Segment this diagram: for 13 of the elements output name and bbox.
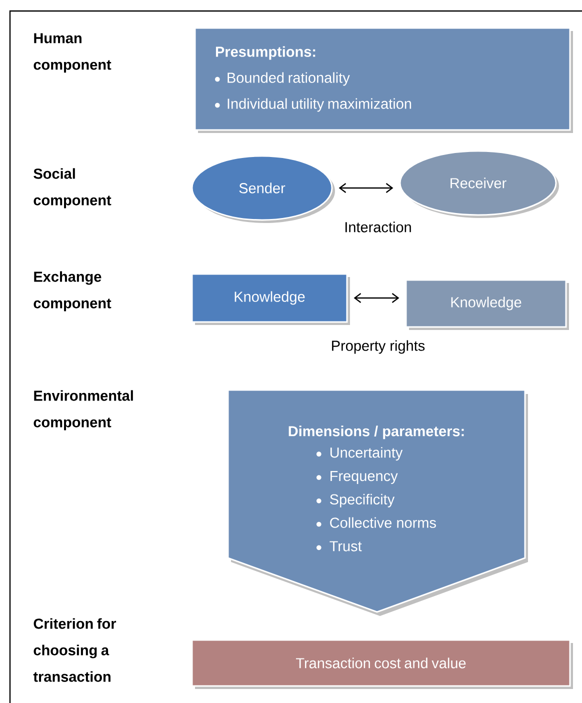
row-label: Human component [34, 33, 112, 73]
row-label: Exchange component [34, 271, 112, 312]
process-box: Transaction cost and value [191, 639, 573, 689]
text-box: Presumptions: Bounded rationality Individual utility maximization [194, 27, 573, 133]
edge-label: Interaction [343, 220, 413, 234]
process-box: Knowledge [191, 273, 350, 325]
double-arrow [338, 183, 394, 193]
row-label: Criterion for choosing a transaction [33, 618, 116, 682]
row-label: Environmental component [34, 390, 133, 430]
row-label: Social component [34, 168, 112, 208]
edge-label: Property rights [330, 339, 426, 355]
process-box: Knowledge [405, 279, 569, 330]
double-arrow [354, 293, 400, 303]
